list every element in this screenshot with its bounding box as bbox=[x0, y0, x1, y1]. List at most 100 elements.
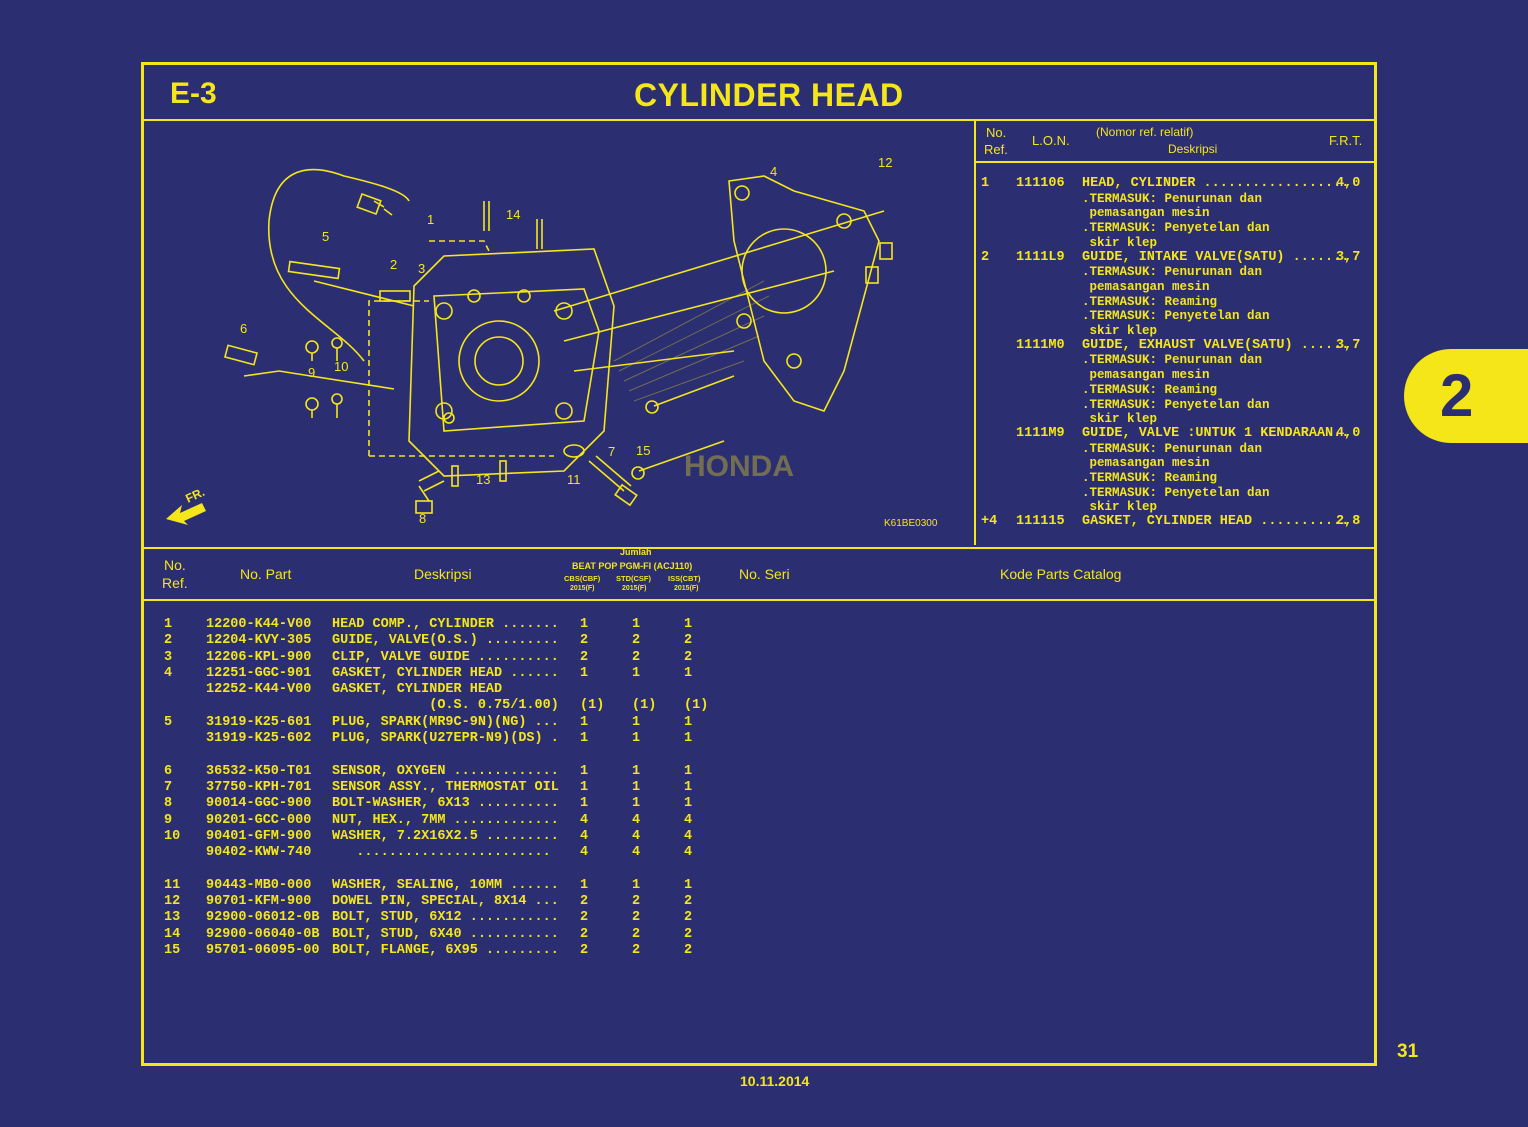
qty-cbs: 2 bbox=[580, 633, 589, 649]
part-desc: BOLT, FLANGE, 6X95 ......... bbox=[332, 942, 559, 958]
lon-desc: GUIDE, EXHAUST VALVE(SATU) ...... bbox=[1082, 337, 1350, 353]
qty-iss: 1 bbox=[684, 877, 693, 893]
qty-iss: 1 bbox=[684, 617, 693, 632]
part-desc: PLUG, SPARK(MR9C-9N)(NG) ... bbox=[332, 714, 559, 730]
part-number: 90401-GFM-900 bbox=[206, 828, 312, 844]
part-ref: 14 bbox=[164, 926, 181, 942]
part-ref: 11 bbox=[164, 877, 181, 893]
front-arrow-icon bbox=[166, 503, 206, 525]
lon-note: pemasangan mesin bbox=[1082, 279, 1210, 294]
lon-desc: GASKET, CYLINDER HEAD ........... bbox=[1082, 514, 1350, 530]
part-desc: PLUG, SPARK(U27EPR-N9)(DS) . bbox=[332, 731, 559, 747]
part-number: 90014-GGC-900 bbox=[206, 796, 312, 812]
section-tab[interactable]: 2 bbox=[1404, 349, 1528, 443]
qty-std: 1 bbox=[632, 731, 641, 747]
lon-note: skir klep bbox=[1082, 412, 1158, 427]
callout-7: 7 bbox=[608, 444, 615, 459]
catalog-page-frame: E-3 CYLINDER HEAD bbox=[141, 62, 1377, 1066]
col-desc-label: Deskripsi bbox=[414, 566, 472, 582]
qty-cbs: 2 bbox=[580, 894, 589, 910]
qty-cbs: 2 bbox=[580, 649, 589, 665]
qty-iss: 2 bbox=[684, 926, 693, 942]
col-iss-year: 2015(F) bbox=[674, 585, 699, 592]
part-ref: 10 bbox=[164, 828, 181, 844]
lon-note: .TERMASUK: Penurunan dan bbox=[1082, 353, 1263, 368]
lon-frt: 4,0 bbox=[1336, 425, 1361, 441]
part-ref: 12 bbox=[164, 894, 181, 910]
qty-std: 1 bbox=[632, 877, 641, 893]
qty-cbs: 1 bbox=[580, 877, 589, 893]
lon-note: skir klep bbox=[1082, 500, 1158, 515]
part-number: 90201-GCC-000 bbox=[206, 812, 312, 828]
part-desc: BOLT-WASHER, 6X13 .......... bbox=[332, 796, 559, 812]
lon-note: pemasangan mesin bbox=[1082, 368, 1210, 383]
qty-std: 4 bbox=[632, 828, 641, 844]
col-no-label: No. bbox=[164, 557, 186, 573]
qty-std: (1) bbox=[632, 698, 657, 714]
col-model-label: BEAT POP PGM-FI (ACJ110) bbox=[572, 561, 693, 571]
lon-desc: HEAD, CYLINDER .................. bbox=[1082, 176, 1350, 191]
part-number: 12252-K44-V00 bbox=[206, 682, 312, 698]
part-number: 12200-K44-V00 bbox=[206, 617, 312, 632]
part-desc: SENSOR, OXYGEN ............. bbox=[332, 763, 559, 779]
lon-note: .TERMASUK: Penyetelan dan bbox=[1082, 485, 1270, 500]
qty-iss: 2 bbox=[684, 649, 693, 665]
qty-iss: 4 bbox=[684, 845, 693, 861]
lon-nomor-label: (Nomor ref. relatif) bbox=[1096, 125, 1194, 139]
callout-4: 4 bbox=[770, 164, 777, 179]
qty-cbs: 2 bbox=[580, 942, 589, 958]
part-desc: BOLT, STUD, 6X12 ........... bbox=[332, 910, 559, 926]
part-ref: 3 bbox=[164, 649, 173, 665]
part-number: 36532-K50-T01 bbox=[206, 763, 312, 779]
qty-iss: 1 bbox=[684, 714, 693, 730]
part-desc: HEAD COMP., CYLINDER ....... bbox=[332, 617, 559, 632]
part-desc: WASHER, SEALING, 10MM ...... bbox=[332, 877, 559, 893]
qty-iss: 2 bbox=[684, 910, 693, 926]
honda-wing-icon bbox=[613, 280, 770, 402]
part-desc: (O.S. 0.75/1.00) bbox=[332, 698, 559, 714]
callout-1: 1 bbox=[427, 212, 434, 227]
qty-std: 1 bbox=[632, 796, 641, 812]
callout-6: 6 bbox=[240, 321, 247, 336]
lon-label: L.O.N. bbox=[1032, 133, 1070, 148]
callout-12: 12 bbox=[878, 155, 892, 170]
part-desc: BOLT, STUD, 6X40 ........... bbox=[332, 926, 559, 942]
part-ref: 2 bbox=[164, 633, 173, 649]
qty-cbs: (1) bbox=[580, 698, 605, 714]
qty-std: 4 bbox=[632, 812, 641, 828]
col-seri-label: No. Seri bbox=[739, 566, 790, 582]
qty-cbs: 4 bbox=[580, 828, 589, 844]
part-ref: 4 bbox=[164, 665, 173, 681]
qty-std: 2 bbox=[632, 926, 641, 942]
callout-15: 15 bbox=[636, 443, 650, 458]
lon-frt: 4,0 bbox=[1336, 176, 1361, 191]
lon-code: 111106 bbox=[1016, 176, 1065, 191]
qty-iss: 4 bbox=[684, 812, 693, 828]
qty-std: 1 bbox=[632, 665, 641, 681]
lon-desc: GUIDE, VALVE :UNTUK 1 KENDARAAN.. bbox=[1082, 425, 1350, 441]
part-number: 12204-KVY-305 bbox=[206, 633, 312, 649]
qty-std: 1 bbox=[632, 779, 641, 795]
part-desc: GASKET, CYLINDER HEAD bbox=[332, 682, 503, 698]
callout-11: 11 bbox=[567, 472, 581, 487]
col-cbs-year: 2015(F) bbox=[570, 585, 595, 592]
part-ref: 5 bbox=[164, 714, 173, 730]
exploded-diagram: HONDA FR. K61BE0300 1 2 3 4 5 6 7 8 9 10… bbox=[144, 121, 976, 545]
part-number: 90701-KFM-900 bbox=[206, 894, 312, 910]
callout-2: 2 bbox=[390, 257, 397, 272]
callout-10: 10 bbox=[334, 359, 348, 374]
part-number: 90443-MB0-000 bbox=[206, 877, 312, 893]
section-code: E-3 bbox=[170, 77, 217, 110]
lon-code: 1111L9 bbox=[1016, 249, 1065, 265]
front-label: FR. bbox=[183, 485, 206, 506]
part-number: 90402-KWW-740 bbox=[206, 845, 312, 861]
diagram-code: K61BE0300 bbox=[884, 518, 938, 529]
callout-14: 14 bbox=[506, 207, 520, 222]
lon-frt: 3,7 bbox=[1336, 249, 1361, 265]
part-desc: ........................ bbox=[332, 845, 551, 861]
qty-std: 2 bbox=[632, 894, 641, 910]
callout-3: 3 bbox=[418, 261, 425, 276]
